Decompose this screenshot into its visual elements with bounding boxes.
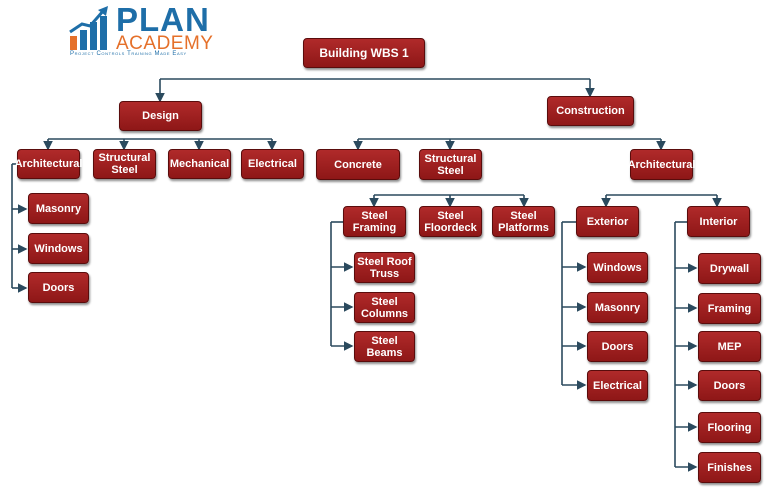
interior-finishes-node: Finishes bbox=[698, 452, 761, 483]
steel-roof-truss-node: Steel Roof Truss bbox=[354, 252, 415, 283]
design-structural-steel-node: Structural Steel bbox=[93, 149, 156, 179]
design-doors-node: Doors bbox=[28, 272, 89, 303]
construction-architectural-node: Architectural bbox=[628, 149, 695, 180]
design-windows-node: Windows bbox=[28, 233, 89, 264]
steel-framing-node: Steel Framing bbox=[343, 206, 406, 237]
design-mechanical-node: Mechanical bbox=[168, 149, 231, 179]
construction-structural-steel-node: Structural Steel bbox=[419, 149, 482, 180]
interior-flooring-node: Flooring bbox=[698, 412, 761, 443]
interior-doors-node: Doors bbox=[698, 370, 761, 401]
exterior-masonry-node: Masonry bbox=[587, 292, 648, 323]
bar-chart-logo-icon bbox=[69, 6, 108, 50]
construction-node: Construction bbox=[547, 96, 634, 126]
logo-tagline: Project Controls Training Made Easy bbox=[70, 51, 187, 57]
steel-platforms-node: Steel Platforms bbox=[492, 206, 555, 237]
exterior-electrical-node: Electrical bbox=[587, 370, 648, 401]
exterior-doors-node: Doors bbox=[587, 331, 648, 362]
interior-drywall-node: Drywall bbox=[698, 253, 761, 284]
plan-academy-logo: PLAN ACADEMY Project Controls Training M… bbox=[68, 1, 218, 60]
steel-floordeck-node: Steel Floordeck bbox=[419, 206, 482, 237]
steel-columns-node: Steel Columns bbox=[354, 292, 415, 323]
steel-beams-node: Steel Beams bbox=[354, 331, 415, 362]
logo-academy-text: ACADEMY bbox=[116, 33, 214, 54]
interior-mep-node: MEP bbox=[698, 331, 761, 362]
design-electrical-node: Electrical bbox=[241, 149, 304, 179]
design-node: Design bbox=[119, 101, 202, 131]
logo-plan-text: PLAN bbox=[116, 1, 210, 38]
construction-concrete-node: Concrete bbox=[316, 149, 400, 180]
exterior-node: Exterior bbox=[576, 206, 639, 237]
design-architectural-node: Architectural bbox=[15, 149, 82, 179]
exterior-windows-node: Windows bbox=[587, 252, 648, 283]
interior-node: Interior bbox=[687, 206, 750, 237]
interior-framing-node: Framing bbox=[698, 293, 761, 324]
wbs-root-node: Building WBS 1 bbox=[303, 38, 425, 68]
design-masonry-node: Masonry bbox=[28, 193, 89, 224]
